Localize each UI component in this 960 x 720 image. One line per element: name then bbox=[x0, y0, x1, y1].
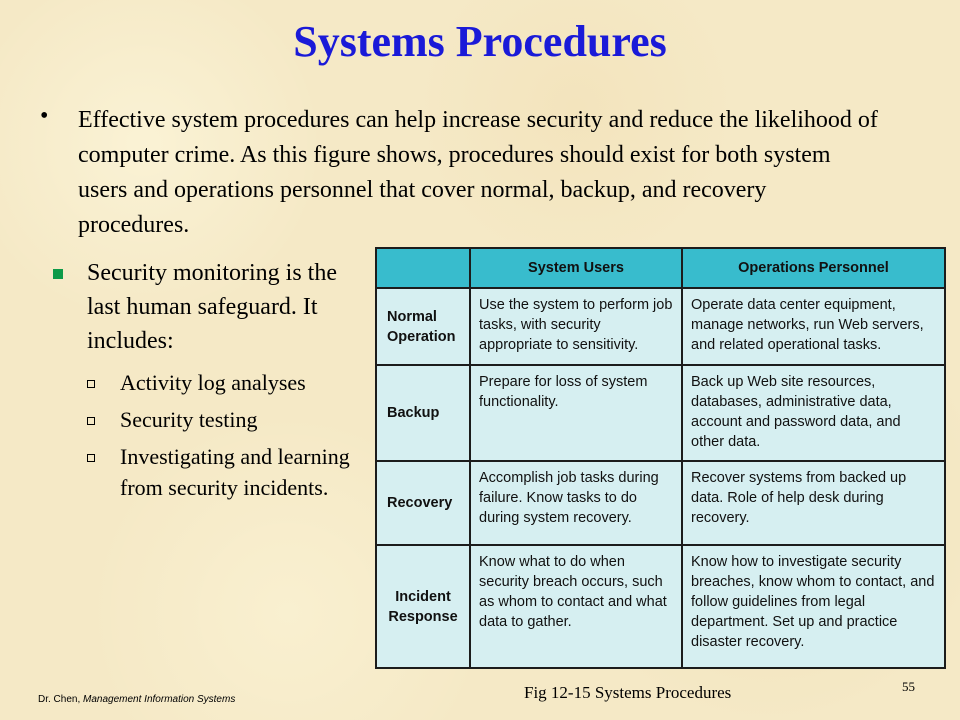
row-label-normal-operation: Normal Operation bbox=[375, 287, 471, 366]
list-item-text: Security testing bbox=[120, 407, 258, 432]
square-bullet-icon bbox=[53, 269, 63, 279]
table-cell: Use the system to perform job tasks, wit… bbox=[469, 287, 683, 366]
list-item: Investigating and learning from security… bbox=[82, 441, 362, 503]
procedures-table: System Users Operations Personnel Normal… bbox=[375, 247, 946, 669]
table-cell: Recover systems from backed up data. Rol… bbox=[681, 460, 946, 546]
figure-caption: Fig 12-15 Systems Procedures bbox=[524, 683, 732, 702]
main-bullet-text: Effective system procedures can help inc… bbox=[78, 107, 878, 238]
page-number: 55 bbox=[902, 679, 915, 694]
row-label-backup: Backup bbox=[375, 364, 471, 462]
checkbox-bullet-icon bbox=[87, 417, 95, 425]
security-monitoring-list: Activity log analyses Security testing I… bbox=[82, 367, 362, 509]
footer-author: Dr. Chen, bbox=[38, 694, 84, 705]
table-header-row: System Users Operations Personnel bbox=[375, 247, 946, 289]
table-header-operations-personnel: Operations Personnel bbox=[681, 247, 946, 289]
table-header-system-users: System Users bbox=[469, 247, 683, 289]
bullet-dot-icon: • bbox=[40, 103, 49, 129]
checkbox-bullet-icon bbox=[87, 454, 95, 462]
table-cell: Know what to do when security breach occ… bbox=[469, 544, 683, 669]
footer-credit: Dr. Chen, Management Information Systems bbox=[38, 694, 235, 705]
table-cell: Operate data center equipment, manage ne… bbox=[681, 287, 946, 366]
table-row: Recovery Accomplish job tasks during fai… bbox=[375, 460, 946, 546]
table-row: Backup Prepare for loss of system functi… bbox=[375, 364, 946, 462]
list-item-text: Investigating and learning from security… bbox=[120, 444, 350, 500]
list-item: Activity log analyses bbox=[82, 367, 362, 398]
table-header-corner bbox=[375, 247, 471, 289]
table-row: Incident Response Know what to do when s… bbox=[375, 544, 946, 669]
table-row: Normal Operation Use the system to perfo… bbox=[375, 287, 946, 366]
row-label-recovery: Recovery bbox=[375, 460, 471, 546]
security-monitoring-text: Security monitoring is the last human sa… bbox=[87, 260, 337, 354]
row-label-incident-response: Incident Response bbox=[375, 544, 471, 669]
table-cell: Back up Web site resources, databases, a… bbox=[681, 364, 946, 462]
table-cell: Accomplish job tasks during failure. Kno… bbox=[469, 460, 683, 546]
list-item: Security testing bbox=[82, 404, 362, 435]
list-item-text: Activity log analyses bbox=[120, 370, 306, 395]
table-cell: Prepare for loss of system functionality… bbox=[469, 364, 683, 462]
table-cell: Know how to investigate security breache… bbox=[681, 544, 946, 669]
checkbox-bullet-icon bbox=[87, 380, 95, 388]
footer-book-title: Management Information Systems bbox=[83, 694, 236, 705]
slide-title: Systems Procedures bbox=[293, 17, 667, 66]
